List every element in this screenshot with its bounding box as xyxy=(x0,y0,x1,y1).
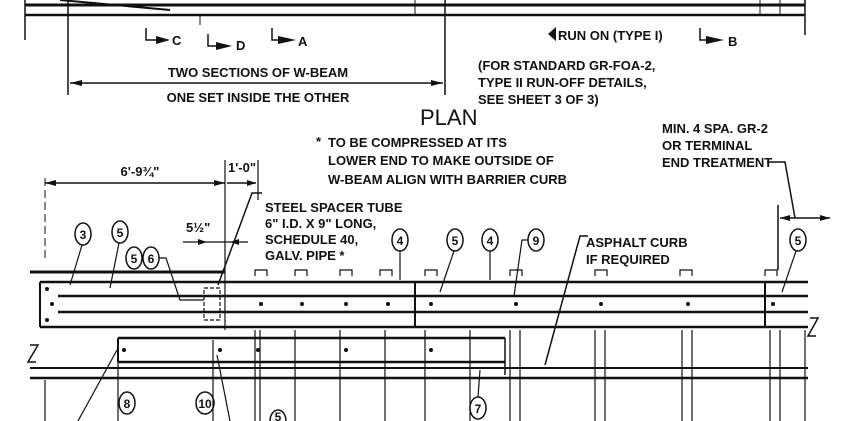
drawing-label: 8 xyxy=(124,397,131,411)
section-marker-d: D xyxy=(207,34,245,53)
arrow-left-icon xyxy=(548,27,556,41)
drawing-label: RUN ON (TYPE I) xyxy=(558,28,663,43)
drawing-label: 9 xyxy=(533,234,540,248)
drawing-label: 6'-9¾" xyxy=(121,164,160,179)
asphalt-note: ASPHALT CURB IF REQUIRED xyxy=(544,235,688,366)
balloon-3: 3 xyxy=(69,222,92,286)
section-marker-c: C xyxy=(145,28,182,48)
drawing-label: * xyxy=(316,134,322,149)
drawing-label: (FOR STANDARD GR-FOA-2, xyxy=(478,58,655,73)
two-sections-dimension: TWO SECTIONS OF W-BEAM ONE SET INSIDE TH… xyxy=(70,65,443,105)
drawing-label: ONE SET INSIDE THE OTHER xyxy=(167,90,350,105)
drawing-label: 5 xyxy=(275,410,282,421)
balloon-5b: 5 xyxy=(125,246,143,270)
drawing-label: B xyxy=(728,34,737,49)
drawing-label: 7 xyxy=(475,402,482,416)
drawing-label: C xyxy=(172,33,182,48)
balloon-6: 6 xyxy=(142,246,204,301)
barrier-curb xyxy=(26,317,820,380)
dimension-long: 6'-9¾" xyxy=(44,164,225,260)
bolts xyxy=(45,287,775,352)
balloon-8: 8 xyxy=(118,391,136,415)
posts xyxy=(44,269,806,421)
drawing-label: END TREATMENT xyxy=(662,155,772,170)
drawing-label: 3 xyxy=(80,228,87,242)
balloon-4b: 4 xyxy=(481,228,499,280)
drawing-label: 5 xyxy=(452,234,459,248)
drawing-label: 1'-0" xyxy=(228,160,256,175)
drawing-label: 4 xyxy=(397,234,404,248)
balloon-5a: 5 xyxy=(109,220,129,289)
drawing-label: IF REQUIRED xyxy=(586,252,670,267)
drawing-label: GALV. PIPE * xyxy=(265,248,345,263)
balloon-9: 9 xyxy=(513,228,545,297)
dimension-offset: 5½" xyxy=(183,220,248,245)
drawing-label: 6 xyxy=(148,252,155,266)
balloon-4a: 4 xyxy=(391,228,409,280)
drawing-label: A xyxy=(298,34,308,49)
standard-note: (FOR STANDARD GR-FOA-2, TYPE II RUN-OFF … xyxy=(478,58,655,107)
drawing-label: 6" I.D. X 9" LONG, xyxy=(265,216,376,231)
drawing-label: 5 xyxy=(795,234,802,248)
section-marker-a: A xyxy=(271,28,308,49)
terminal-note: MIN. 4 SPA. GR-2 OR TERMINAL END TREATME… xyxy=(662,121,830,270)
drawing-label: ASPHALT CURB xyxy=(586,235,688,250)
drawing-label: MIN. 4 SPA. GR-2 xyxy=(662,121,768,136)
view-title: PLAN xyxy=(420,105,477,130)
balloon-5e: 5 xyxy=(269,409,287,421)
balloon-5d: 5 xyxy=(781,228,807,293)
drawing-label: 5 xyxy=(117,226,124,240)
top-rail-lines xyxy=(24,0,806,95)
drawing-label: SCHEDULE 40, xyxy=(265,232,358,247)
balloon-5c: 5 xyxy=(439,228,464,293)
drawing-label: D xyxy=(236,38,245,53)
drawing-label: OR TERMINAL xyxy=(662,138,752,153)
drawing-label: SEE SHEET 3 OF 3) xyxy=(478,92,599,107)
dimension-short: 1'-0" xyxy=(224,160,259,330)
balloon-10: 10 xyxy=(195,354,231,421)
drawing-label: TWO SECTIONS OF W-BEAM xyxy=(168,65,348,80)
drawing-label: STEEL SPACER TUBE xyxy=(265,200,403,215)
drawing-label: 5½" xyxy=(186,220,210,235)
drawing-label: TYPE II RUN-OFF DETAILS, xyxy=(478,75,647,90)
compressed-note: * TO BE COMPRESSED AT ITS LOWER END TO M… xyxy=(316,134,567,187)
drawing-label: W-BEAM ALIGN WITH BARRIER CURB xyxy=(328,172,567,187)
drawing-label: LOWER END TO MAKE OUTSIDE OF xyxy=(328,153,554,168)
section-marker-b: B xyxy=(699,28,737,49)
run-on-label: RUN ON (TYPE I) xyxy=(548,27,663,43)
drawing-label: TO BE COMPRESSED AT ITS xyxy=(328,135,507,150)
w-beam-rail xyxy=(30,270,808,329)
balloon-7: 7 xyxy=(469,369,487,420)
drawing-label: 4 xyxy=(487,234,494,248)
item-balloons: 3 5 5 6 4 5 4 9 5 8 10 7 5 xyxy=(69,220,807,421)
lower-rail xyxy=(117,336,506,375)
spacer-note: STEEL SPACER TUBE 6" I.D. X 9" LONG, SCH… xyxy=(217,192,403,286)
drawing-label: 10 xyxy=(198,397,212,411)
drawing-label: 5 xyxy=(131,252,138,266)
